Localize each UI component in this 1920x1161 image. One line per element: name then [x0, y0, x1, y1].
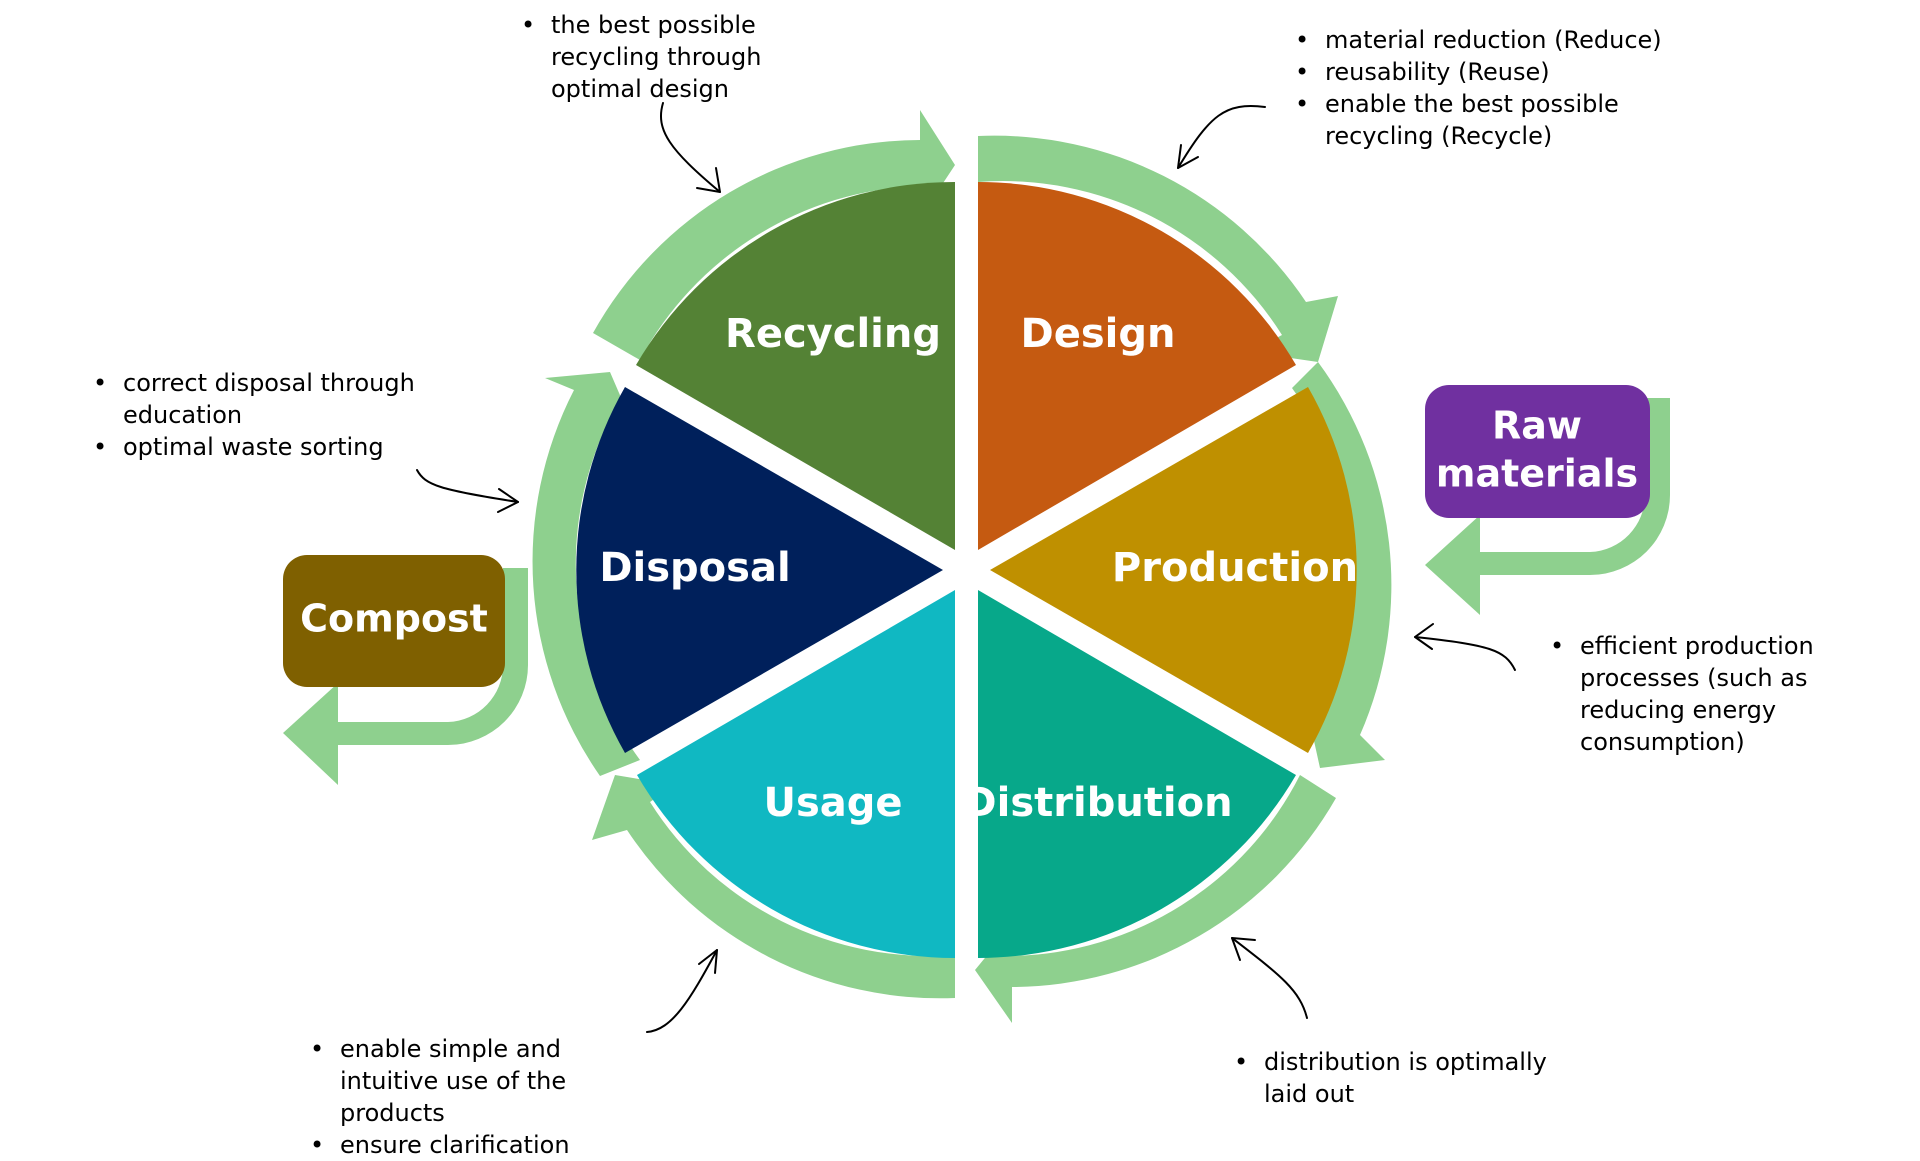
raw-materials-input: Raw materials [1425, 385, 1670, 615]
raw-materials-box [1425, 385, 1650, 518]
note-disposal: correct disposal through education optim… [91, 367, 421, 463]
pointer-recycling [659, 102, 721, 193]
raw-materials-line1: Raw [1492, 404, 1582, 448]
label-production: Production [1112, 545, 1358, 591]
note-pointers [416, 102, 1516, 1033]
segment-usage [637, 590, 955, 958]
pointer-design [1177, 105, 1266, 169]
segment-disposal [576, 387, 943, 753]
note-item: the best possible recycling through opti… [519, 9, 859, 105]
note-item: optimal waste sorting [91, 431, 421, 463]
note-item: reusability (Reuse) [1293, 56, 1723, 88]
segment-recycling [636, 181, 955, 550]
pie-segments [576, 181, 1357, 958]
label-recycling: Recycling [725, 311, 941, 357]
note-recycling: the best possible recycling through opti… [519, 9, 859, 105]
arrow-disposal-to-recycling [532, 372, 640, 776]
pointer-usage [646, 949, 718, 1033]
arrow-recycling-to-design [593, 110, 955, 360]
note-item: enable the best possible recycling (Recy… [1293, 88, 1723, 152]
note-item: efficient production processes (such as … [1548, 630, 1898, 758]
compost-box [283, 555, 505, 687]
note-production: efficient production processes (such as … [1548, 630, 1898, 758]
compost-label: Compost [300, 597, 488, 641]
note-item: distribution is optimally laid out [1232, 1046, 1582, 1110]
label-design: Design [1021, 311, 1176, 357]
arrow-distribution-to-usage [975, 775, 1336, 1023]
label-usage: Usage [763, 780, 902, 826]
segment-labels: Recycling Design Production Distribution… [599, 311, 1358, 826]
raw-materials-line2: materials [1436, 452, 1638, 496]
note-item: correct disposal through education [91, 367, 421, 431]
arrow-design-to-production [978, 135, 1338, 362]
note-item: enable simple and intuitive use of the p… [308, 1033, 658, 1129]
note-item: material reduction (Reduce) [1293, 24, 1723, 56]
arrow-production-to-distribution [1292, 362, 1392, 768]
cycle-arrows [532, 110, 1392, 1023]
label-distribution: Distribution [963, 780, 1232, 826]
arrow-usage-to-disposal [592, 775, 955, 999]
segment-distribution [978, 590, 1296, 958]
note-item: ensure clarification [308, 1129, 658, 1161]
label-disposal: Disposal [599, 545, 790, 591]
pointer-production [1414, 623, 1516, 671]
pointer-disposal [416, 469, 519, 513]
note-design: material reduction (Reduce) reusability … [1293, 24, 1723, 152]
pointer-distribution [1231, 937, 1308, 1019]
compost-arrow [283, 568, 528, 785]
segment-design [978, 182, 1296, 550]
note-distribution: distribution is optimally laid out [1232, 1046, 1582, 1110]
note-usage: enable simple and intuitive use of the p… [308, 1033, 658, 1161]
compost-output: Compost [283, 555, 528, 785]
lifecycle-diagram: Recycling Design Production Distribution… [283, 102, 1670, 1033]
segment-production [990, 387, 1357, 753]
raw-materials-arrow [1425, 398, 1670, 615]
